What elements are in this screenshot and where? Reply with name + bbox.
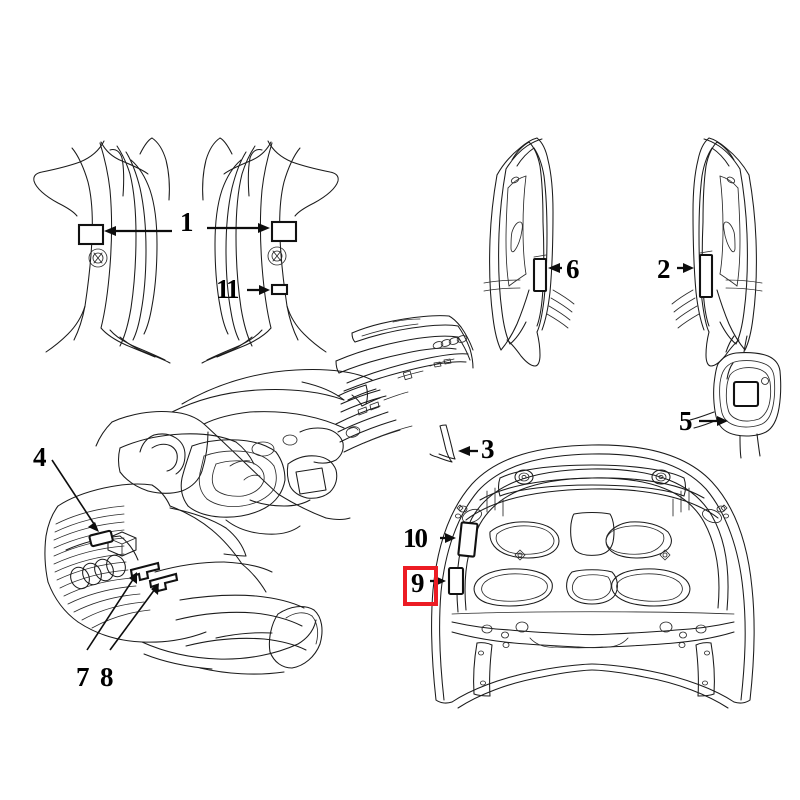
part-box-1-right <box>270 220 298 243</box>
part-box-6 <box>532 257 548 293</box>
b-pillar-left-view <box>33 137 171 364</box>
leader-7 <box>86 572 137 651</box>
leader-11 <box>247 285 270 295</box>
hood-bolt-markers <box>514 549 671 561</box>
leader-2 <box>677 263 694 273</box>
part-box-10 <box>457 521 479 558</box>
audi-rings-logo <box>70 554 126 590</box>
callout-label-3: 3 <box>481 434 495 464</box>
leader-1 <box>104 223 270 236</box>
b-pillar-right-view <box>201 137 339 364</box>
leader-5 <box>699 416 728 426</box>
callout-label-2: 2 <box>657 254 671 284</box>
selected-part-highlight[interactable] <box>403 566 438 606</box>
callout-label-10: 10 <box>403 523 428 553</box>
callout-label-8: 8 <box>100 662 114 692</box>
part-box-4 <box>88 529 114 548</box>
leader-3 <box>458 446 478 456</box>
callout-label-9: 9 <box>411 568 425 598</box>
callout-label-6: 6 <box>566 254 580 284</box>
part-box-11 <box>270 283 289 296</box>
fuel-filler-view <box>689 335 782 459</box>
leader-6 <box>548 263 562 273</box>
callout-label-11: 11 <box>216 274 239 304</box>
leader-10 <box>440 533 456 543</box>
leader-4 <box>51 459 99 532</box>
trunk-lid-view <box>335 315 474 463</box>
part-box-8 <box>148 572 179 593</box>
hood-underside-view <box>431 444 755 709</box>
part-box-2 <box>698 253 714 299</box>
rear-quarter-left-view <box>483 137 575 367</box>
callout-label-7: 7 <box>76 662 90 692</box>
leader-8 <box>109 583 159 651</box>
engine-bay-front-view <box>44 369 373 675</box>
callout-label-1: 1 <box>180 207 194 237</box>
callout-label-5: 5 <box>679 406 693 436</box>
part-box-1-left <box>77 223 105 246</box>
part-box-5 <box>732 380 760 408</box>
part-box-9 <box>447 566 465 596</box>
callout-label-4: 4 <box>33 442 47 472</box>
rear-quarter-right-view <box>671 137 763 367</box>
hood-hole-row <box>481 621 707 648</box>
rear-badge-rings <box>432 335 468 349</box>
